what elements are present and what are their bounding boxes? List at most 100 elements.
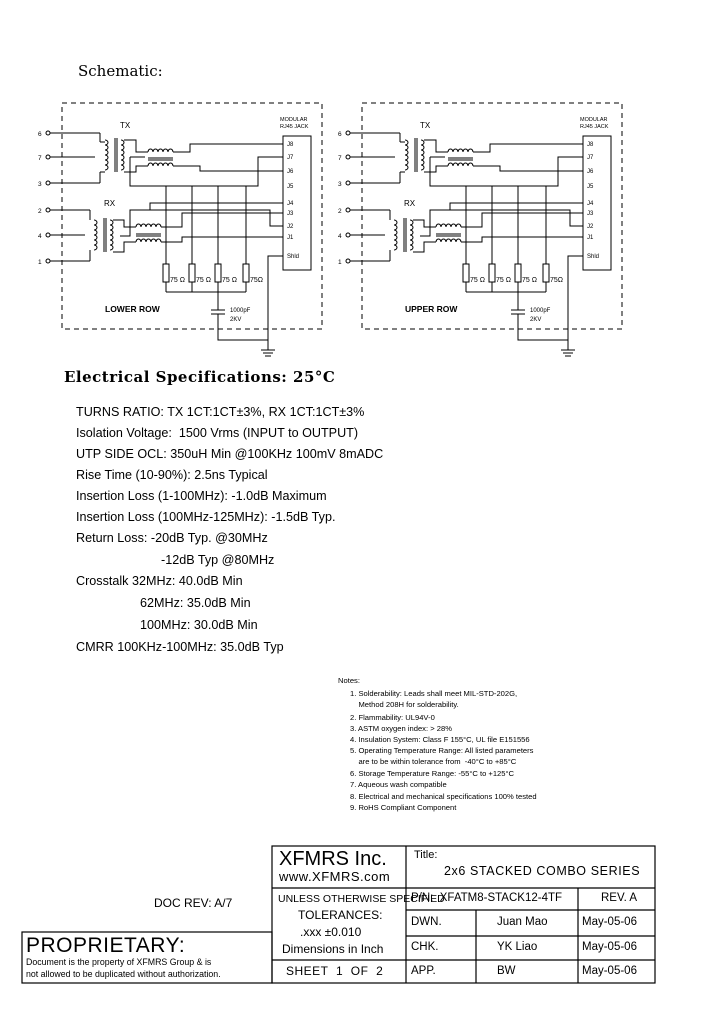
note-line: 7. Aqueous wash compatible [350, 780, 447, 789]
rx-primary-winding [93, 219, 98, 251]
jack-pin-label: J3 [287, 211, 294, 217]
resistor-label: 75Ω [550, 277, 563, 284]
tx-secondary-winding [120, 139, 125, 171]
input-pin-label: 3 [338, 181, 342, 188]
panel-border [61, 102, 323, 330]
jack-pin-label: J8 [287, 142, 294, 148]
row-label: LOWER ROW [105, 304, 161, 314]
spec-rise-time: Rise Time (10-90%): 2.5ns Typical [76, 468, 268, 482]
schematic-title: Schematic: [78, 62, 163, 80]
wire [429, 156, 583, 187]
chk-date: May-05-06 [582, 941, 637, 953]
tx-secondary-winding [420, 139, 425, 171]
wire [567, 255, 583, 350]
capacitor-value: 1000pF [530, 308, 551, 314]
wire [173, 165, 283, 172]
rx-choke-winding [435, 238, 462, 243]
wire [413, 241, 436, 253]
resistor-label: 75 Ω [522, 277, 537, 284]
spec-turns-ratio: TURNS RATIO: TX 1CT:1CT±3%, RX 1CT:1CT±3… [76, 405, 365, 419]
wire [473, 143, 583, 153]
jack-pin-label: J7 [287, 155, 294, 161]
tx-choke-winding [147, 148, 174, 153]
input-pin-label: 2 [38, 208, 42, 215]
spec-insertion-loss-2: Insertion Loss (100MHz-125MHz): -1.5dB T… [76, 510, 336, 524]
note-line: 2. Flammability: UL94V-0 [350, 713, 435, 722]
jack-pin-label: Shld [587, 254, 599, 260]
chk-label: CHK. [411, 941, 439, 953]
jack-pin-label: J1 [587, 235, 594, 241]
jack-label: RJ45 JACK [280, 124, 309, 130]
note-line: Method 208H for solderability. [350, 700, 459, 709]
proprietary-heading: PROPRIETARY: [26, 934, 186, 957]
spec-crosstalk-3: 100MHz: 30.0dB Min [140, 618, 258, 632]
tx-choke-winding [447, 148, 474, 153]
note-line: 3. ASTM oxygen index: > 28% [350, 724, 452, 733]
note-line: 1. Solderability: Leads shall meet MIL-S… [350, 689, 518, 698]
rx-choke-winding [135, 238, 162, 243]
input-pin-label: 3 [38, 181, 42, 188]
jack-pin-label: J3 [587, 211, 594, 217]
tx-primary-winding [104, 139, 109, 171]
capacitor-voltage: 2KV [230, 317, 241, 323]
row-label: UPPER ROW [405, 304, 458, 314]
wire [113, 241, 136, 253]
wire [267, 255, 283, 350]
capacitor-voltage: 2KV [530, 317, 541, 323]
wire [217, 314, 268, 341]
notes-title: Notes: [338, 676, 360, 685]
rx-secondary-winding [409, 219, 414, 251]
revision: REV. A [601, 892, 638, 904]
rx-label: RX [104, 199, 116, 208]
jack-pin-label: J5 [287, 184, 294, 190]
rx-secondary-winding [109, 219, 114, 251]
wire [161, 236, 283, 243]
wire [420, 209, 583, 237]
app-date: May-05-06 [582, 965, 637, 977]
wire [473, 165, 583, 172]
wire [449, 202, 583, 210]
resistor-label: 75 Ω [222, 277, 237, 284]
wire [161, 212, 283, 228]
rx-label: RX [404, 199, 416, 208]
jack-pin-label: J2 [587, 224, 594, 230]
panel-border [361, 102, 623, 330]
part-number: P/N: XFATM8-STACK12-4TF [411, 892, 563, 904]
proprietary-notice-1: Document is the property of XFMRS Group … [26, 957, 212, 967]
proprietary-notice-2: not allowed to be duplicated without aut… [26, 969, 221, 979]
spec-return-loss-1: Return Loss: -20dB Typ. @30MHz [76, 531, 268, 545]
input-pin-label: 2 [338, 208, 342, 215]
tx-choke-winding [147, 162, 174, 167]
jack-pin-label: J2 [287, 224, 294, 230]
resistor-label: 75 Ω [196, 277, 211, 284]
sheet-number: SHEET 1 OF 2 [286, 964, 384, 978]
dwn-date: May-05-06 [582, 916, 637, 928]
jack-pin-label: J5 [587, 184, 594, 190]
wire [424, 139, 448, 153]
company-name: XFMRS Inc. [279, 848, 387, 870]
dwn-label: DWN. [411, 916, 442, 928]
wire [461, 212, 583, 228]
jack-pin-label: J6 [587, 169, 594, 175]
electrical-specs-title: Electrical Specifications: 25°C [64, 368, 336, 386]
input-pin-label: 7 [338, 155, 342, 162]
app-label: APP. [411, 965, 436, 977]
tx-primary-winding [404, 139, 409, 171]
input-pin-label: 6 [338, 131, 342, 138]
dimensions-unit: Dimensions in Inch [282, 942, 384, 956]
doc-revision: DOC REV: A/7 [154, 896, 233, 910]
note-line: 5. Operating Temperature Range: All list… [350, 746, 534, 755]
spec-return-loss-2: -12dB Typ @80MHz [161, 553, 275, 567]
note-line: 9. RoHS Compliant Component [350, 803, 457, 812]
title-label: Title: [414, 849, 438, 861]
resistor-label: 75Ω [250, 277, 263, 284]
rx-choke-winding [435, 223, 462, 228]
wire [124, 139, 148, 153]
resistor-label: 75 Ω [470, 277, 485, 284]
jack-pin-label: J6 [287, 169, 294, 175]
input-pin-label: 1 [38, 259, 42, 266]
input-pin-label: 6 [38, 131, 42, 138]
note-line: 8. Electrical and mechanical specificati… [350, 792, 537, 801]
input-pin-label: 7 [38, 155, 42, 162]
